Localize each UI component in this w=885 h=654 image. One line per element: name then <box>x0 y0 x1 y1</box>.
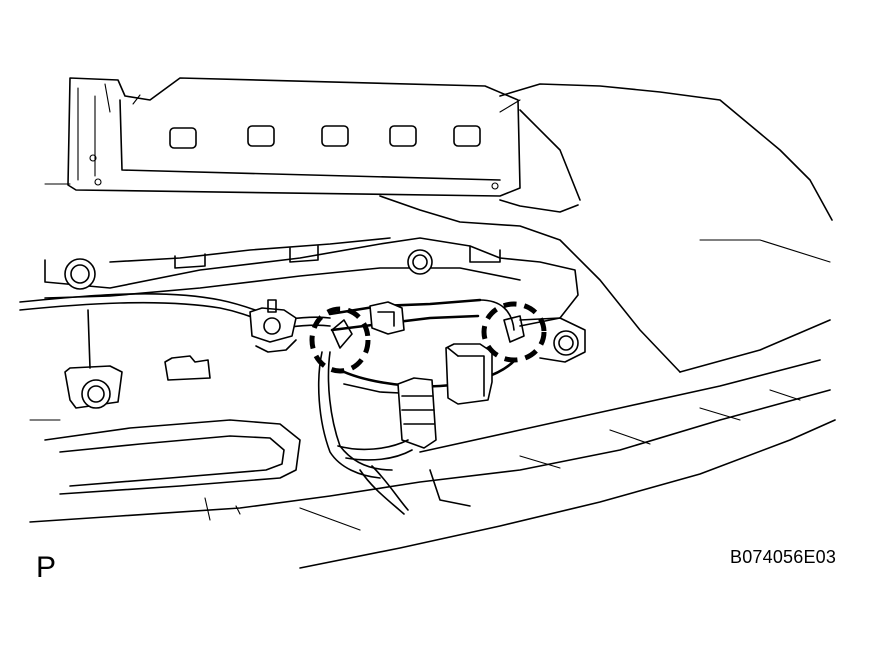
clip-callout-right <box>481 301 547 363</box>
view-marker-label: P <box>36 551 57 584</box>
lower-trim <box>29 359 836 569</box>
dash-cover-panel <box>379 83 833 373</box>
clip-callouts <box>309 301 547 374</box>
figure-code-label: B074056E03 <box>730 547 837 567</box>
upper-bracket <box>44 77 521 197</box>
lower-left-bracket <box>29 309 211 421</box>
wire-harness <box>19 292 517 515</box>
reinforcement-beam <box>44 237 586 363</box>
clip-callout-left <box>309 306 371 374</box>
